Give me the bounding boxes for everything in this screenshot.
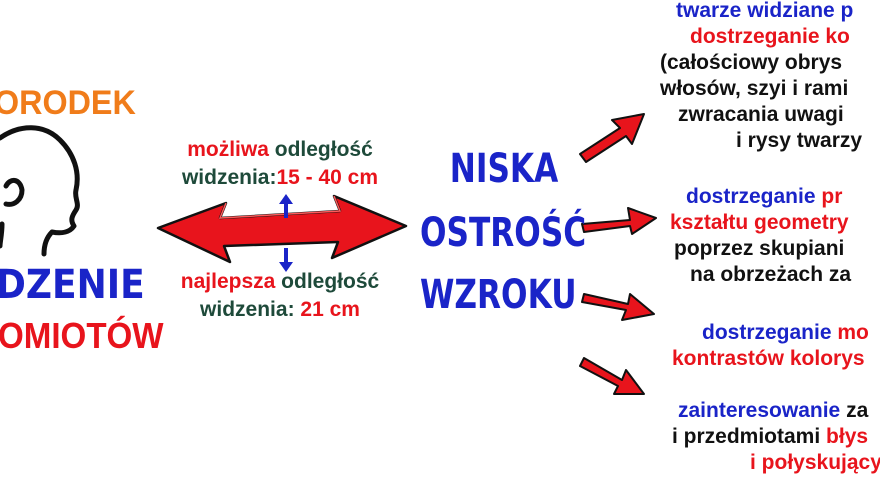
interest-line-1b: za xyxy=(846,399,869,422)
arrow-to-contrast-icon xyxy=(581,293,655,321)
interest-line-2: i przedmiotami błys xyxy=(672,424,880,450)
best-word: najlepsza xyxy=(180,270,276,293)
title-line-3: OMIOTÓW xyxy=(0,315,164,356)
distance-word: odległość xyxy=(275,270,380,293)
shapes-block: dostrzeganie pr kształtu geometry poprze… xyxy=(670,184,852,288)
contrast-line-1a: dostrzeganie xyxy=(702,321,838,344)
faces-line-6: i rysy twarzy xyxy=(736,129,863,152)
title-line-2: DZENIE xyxy=(0,262,145,308)
contrast-line-2: kontrastów kolorys xyxy=(672,347,865,370)
distance-word: odległość xyxy=(268,138,373,161)
shapes-line-1: dostrzeganie pr xyxy=(686,184,851,210)
up-arrow-icon xyxy=(279,194,293,218)
title-line-1: ORODEK xyxy=(0,84,136,122)
shapes-line-1a: dostrzeganie xyxy=(686,185,822,208)
interest-line-2b: błys xyxy=(826,425,869,448)
down-arrow-icon xyxy=(279,248,293,272)
possible-word: możliwa xyxy=(187,138,269,161)
shapes-line-1b: pr xyxy=(821,185,843,208)
contrast-line-1: dostrzeganie mo xyxy=(702,320,869,346)
double-arrow-icon xyxy=(156,194,408,264)
shapes-line-3: poprzez skupiani xyxy=(674,237,845,260)
interest-line-2a: i przedmiotami xyxy=(672,425,827,448)
faces-block: twarze widziane p dostrzeganie ko (całoś… xyxy=(660,0,863,154)
arrow-to-shapes-icon xyxy=(581,207,657,235)
contrast-line-1b: mo xyxy=(837,321,869,344)
center-line-3: WZROKU xyxy=(420,272,577,318)
faces-line-5: zwracania uwagi xyxy=(678,103,844,126)
seeing-word: widzenia: xyxy=(181,166,277,189)
shapes-line-2: kształtu geometry xyxy=(670,211,849,234)
faces-line-2: dostrzeganie ko xyxy=(690,25,850,48)
best-distance-text: najlepsza odległość widzenia: 21 cm xyxy=(160,268,400,324)
possible-distance-text: możliwa odległość widzenia:15 - 40 cm xyxy=(160,136,400,192)
faces-line-3: (całościowy obrys xyxy=(660,51,843,74)
interest-block: zainteresowanie za i przedmiotami błys i… xyxy=(672,398,880,476)
seeing-word: widzenia: xyxy=(200,298,295,321)
center-line-2: OSTROŚĆ xyxy=(420,210,587,256)
faces-line-4: włosów, szyi i rami xyxy=(660,77,849,100)
center-line-1: NISKA xyxy=(449,146,559,192)
contrast-block: dostrzeganie mo kontrastów kolorys xyxy=(672,320,869,372)
child-head-icon xyxy=(0,125,80,257)
faces-line-1: twarze widziane p xyxy=(676,0,854,22)
arrow-to-faces-icon xyxy=(579,113,645,163)
shapes-line-4: na obrzeżach za xyxy=(690,263,852,286)
interest-line-1: zainteresowanie za xyxy=(678,398,880,424)
interest-line-1a: zainteresowanie xyxy=(678,399,847,422)
arrow-to-interest-icon xyxy=(579,357,645,395)
possible-range-value: 15 - 40 cm xyxy=(276,166,379,189)
interest-line-3: i połyskujący xyxy=(750,451,880,474)
best-distance-value: 21 cm xyxy=(294,298,360,321)
